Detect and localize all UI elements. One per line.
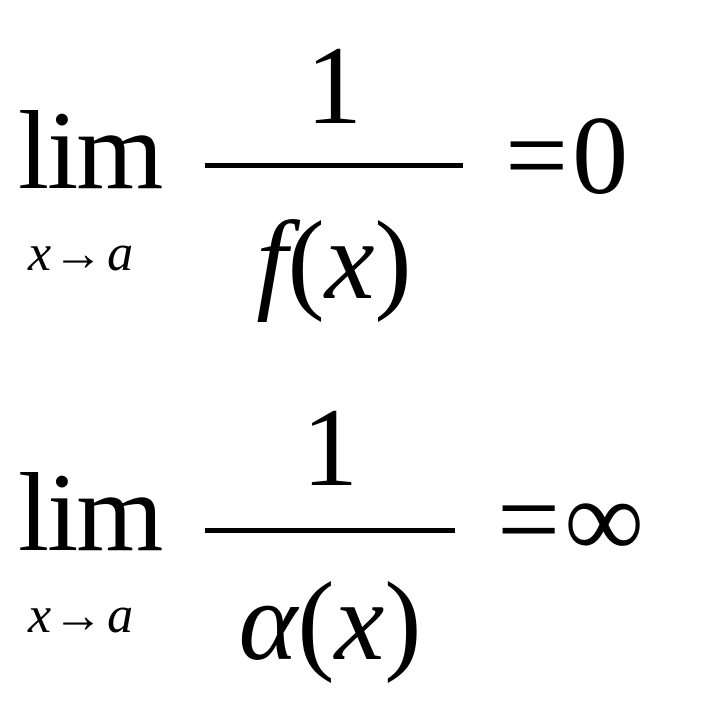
arrow-right-icon: → [53, 587, 104, 643]
denominator-close-paren: ) [374, 199, 412, 323]
fraction-denominator: f(x) [205, 205, 463, 317]
limit-equation-reciprocal-f: lim x→a 1 f(x) =0 [18, 24, 628, 317]
equation-rhs: =0 [505, 100, 628, 212]
fraction-numerator: 1 [306, 24, 362, 148]
denominator-function: f [256, 199, 288, 323]
limit-result: 0 [572, 94, 629, 218]
limit-equation-reciprocal-alpha: lim x→a 1 α(x) =∞ [0, 356, 702, 712]
arrow-right-icon: → [53, 225, 104, 281]
denominator-argument: x [324, 199, 375, 323]
fraction-denominator: α(x) [205, 566, 455, 678]
equation-rhs: =∞ [497, 464, 644, 576]
lim-subscript: x→a [28, 228, 133, 280]
denominator-close-paren: ) [384, 560, 422, 684]
lim-subscript-variable: x [28, 587, 52, 644]
lim-operator: lim [18, 89, 163, 213]
fraction-numerator: 1 [302, 386, 358, 510]
lim-subscript: x→a [28, 590, 133, 642]
lim-subscript-target: a [107, 225, 134, 282]
denominator-open-paren: ( [287, 199, 325, 323]
lim-subscript-variable: x [28, 225, 52, 282]
lim-subscript-target: a [107, 587, 134, 644]
denominator-open-paren: ( [297, 560, 335, 684]
limit-result: ∞ [564, 458, 645, 582]
denominator-function: α [238, 560, 298, 684]
fraction-bar [205, 528, 455, 533]
lim-operator: lim [18, 451, 163, 575]
fraction-bar [205, 163, 463, 168]
equals-sign: = [505, 94, 569, 218]
denominator-argument: x [334, 560, 385, 684]
equals-sign: = [497, 458, 561, 582]
